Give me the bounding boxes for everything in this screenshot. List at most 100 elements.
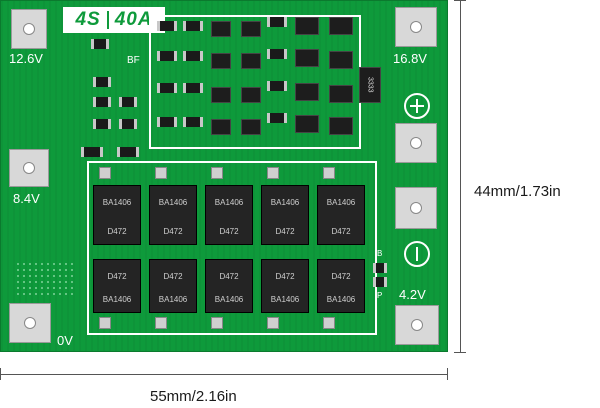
mosfet-code: BA1406 — [102, 295, 132, 304]
smd-resistor — [93, 77, 111, 87]
mosfet-top-5: BA1406 D472 — [317, 185, 365, 245]
title-separator — [106, 11, 109, 29]
mosfet-code: BA1406 — [158, 198, 188, 207]
mosfet-code: D472 — [331, 227, 351, 236]
mosfet-bottom-2: D472 BA1406 — [149, 259, 197, 313]
sot23-chip — [295, 17, 319, 35]
mosfet-top-2: BA1406 D472 — [149, 185, 197, 245]
sot23-chip — [241, 87, 261, 103]
mosfet-tab — [323, 167, 335, 179]
mosfet-tab — [323, 317, 335, 329]
smd-resistor — [157, 117, 177, 127]
mosfet-tab — [155, 167, 167, 179]
mosfet-code: D472 — [331, 272, 351, 281]
mosfet-top-1: BA1406 D472 — [93, 185, 141, 245]
smd-resistor — [373, 277, 387, 287]
smd-resistor — [93, 119, 111, 129]
height-tick — [454, 0, 466, 1]
pad-minus — [395, 187, 437, 229]
width-dimension-line — [0, 374, 448, 375]
smd-resistor — [119, 119, 137, 129]
pad-label-4v2: 4.2V — [399, 287, 426, 302]
width-tick — [447, 368, 448, 380]
height-dimension-label: 44mm/1.73in — [474, 183, 561, 200]
smd-resistor — [183, 51, 203, 61]
sot23-chip — [329, 17, 353, 35]
smd-resistor — [81, 147, 103, 157]
mosfet-code: BA1406 — [214, 295, 244, 304]
sot23-chip — [211, 21, 231, 37]
mosfet-tab — [267, 317, 279, 329]
sod-chip: 3333 — [359, 67, 381, 103]
pad-plus — [395, 123, 437, 163]
silk-p: P — [377, 291, 383, 300]
mosfet-frame — [87, 161, 377, 335]
via-array — [15, 261, 75, 297]
smd-resistor — [119, 97, 137, 107]
mosfet-code: BA1406 — [102, 198, 132, 207]
mosfet-code: D472 — [275, 272, 295, 281]
pad-0v — [9, 303, 51, 343]
sot23-chip — [241, 53, 261, 69]
sot23-chip — [211, 87, 231, 103]
sot23-chip — [329, 117, 353, 135]
mosfet-bottom-3: D472 BA1406 — [205, 259, 253, 313]
pad-8v4 — [9, 149, 49, 187]
pad-4v2 — [395, 305, 439, 345]
height-tick — [454, 352, 466, 353]
sot23-chip — [211, 53, 231, 69]
mosfet-tab — [155, 317, 167, 329]
cells-label: 4S — [75, 9, 101, 30]
mosfet-code: D472 — [163, 272, 183, 281]
mosfet-code: BA1406 — [214, 198, 244, 207]
mosfet-tab — [99, 167, 111, 179]
board-title: 4S 40A — [63, 7, 165, 33]
smd-resistor — [267, 49, 287, 59]
sot23-chip — [329, 51, 353, 69]
pad-12v6 — [11, 9, 47, 49]
sot23-chip — [329, 85, 353, 103]
sot23-chip — [295, 83, 319, 101]
smd-resistor — [267, 113, 287, 123]
mosfet-bottom-1: D472 BA1406 — [93, 259, 141, 313]
pad-16v8 — [395, 7, 437, 47]
mosfet-tab — [211, 317, 223, 329]
smd-resistor — [91, 39, 109, 49]
mosfet-code: D472 — [219, 272, 239, 281]
mosfet-top-3: BA1406 D472 — [205, 185, 253, 245]
pad-label-12v6: 12.6V — [9, 51, 43, 66]
smd-resistor — [93, 97, 111, 107]
sot23-chip — [241, 21, 261, 37]
mosfet-tab — [211, 167, 223, 179]
sot23-chip — [211, 119, 231, 135]
mosfet-bottom-4: D472 BA1406 — [261, 259, 309, 313]
height-dimension-line — [460, 0, 461, 352]
mosfet-code: D472 — [163, 227, 183, 236]
mosfet-code: D472 — [219, 227, 239, 236]
mosfet-code: BA1406 — [270, 198, 300, 207]
width-tick — [0, 368, 1, 380]
sot23-chip — [295, 49, 319, 67]
mosfet-code: BA1406 — [326, 295, 356, 304]
smd-resistor — [373, 263, 387, 273]
silk-bf: BF — [127, 55, 140, 66]
smd-resistor — [117, 147, 139, 157]
mosfet-bottom-5: D472 BA1406 — [317, 259, 365, 313]
mosfet-tab — [99, 317, 111, 329]
width-dimension-label: 55mm/2.16in — [150, 388, 237, 405]
minus-icon — [404, 241, 430, 267]
mosfet-code: D472 — [275, 227, 295, 236]
smd-resistor — [157, 21, 177, 31]
sot23-chip — [295, 115, 319, 133]
pad-label-8v4: 8.4V — [13, 191, 40, 206]
mosfet-code: BA1406 — [158, 295, 188, 304]
smd-resistor — [267, 81, 287, 91]
silk-b: B — [377, 249, 383, 258]
mosfet-top-4: BA1406 D472 — [261, 185, 309, 245]
mosfet-code: D472 — [107, 272, 127, 281]
mosfet-code: BA1406 — [326, 198, 356, 207]
smd-resistor — [183, 21, 203, 31]
smd-resistor — [183, 117, 203, 127]
mosfet-code: BA1406 — [270, 295, 300, 304]
pad-label-0v: 0V — [57, 333, 73, 348]
